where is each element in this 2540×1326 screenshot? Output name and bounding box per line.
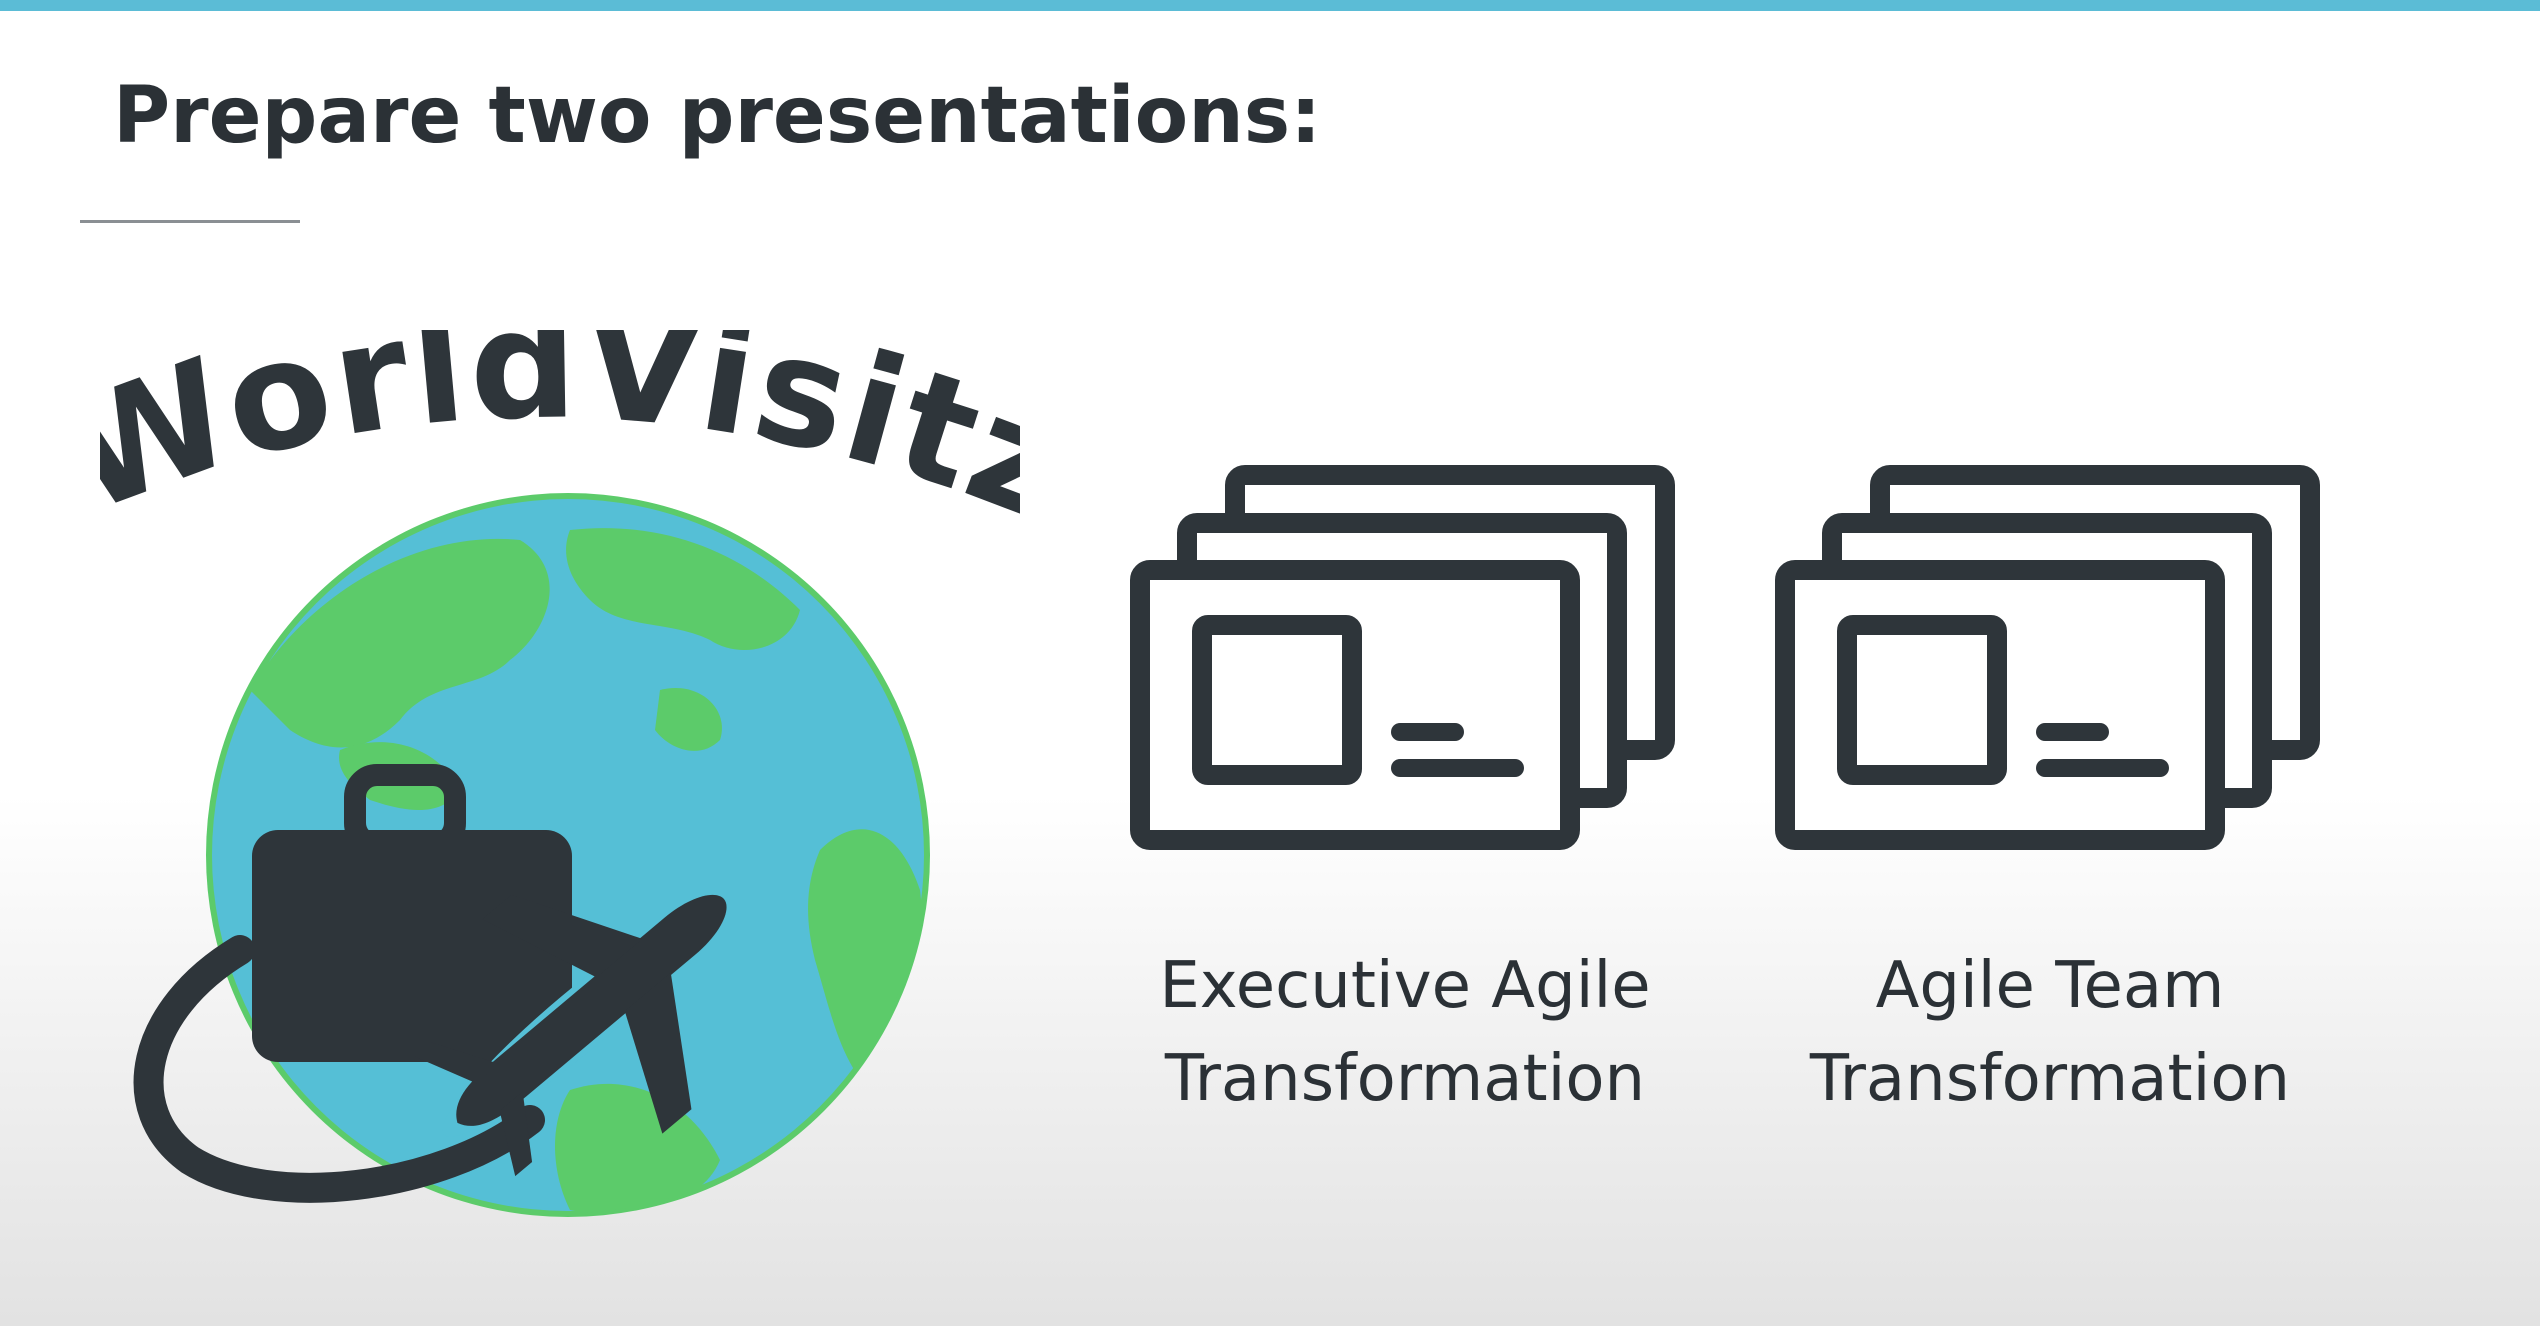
slide-title: Prepare two presentations: [113,71,1322,161]
presentation-label-executive: Executive Agile Transformation [1055,940,1755,1126]
label-line-2: Transformation [1164,1042,1646,1116]
top-accent-bar [0,0,2540,11]
label-line-2: Transformation [1809,1042,2291,1116]
presentation-slides-icon [1775,465,2320,850]
title-underline [80,220,300,223]
flight-path-swoosh [133,935,545,1203]
label-line-1: Agile Team [1875,949,2225,1023]
airplane-icon [414,894,727,1177]
briefcase-icon [252,764,572,1062]
worldvisitz-logo: WorldVisitz [100,330,1020,1217]
presentation-slides-icon [1130,465,1675,850]
presentation-label-team: Agile Team Transformation [1700,940,2400,1126]
label-line-1: Executive Agile [1159,949,1651,1023]
